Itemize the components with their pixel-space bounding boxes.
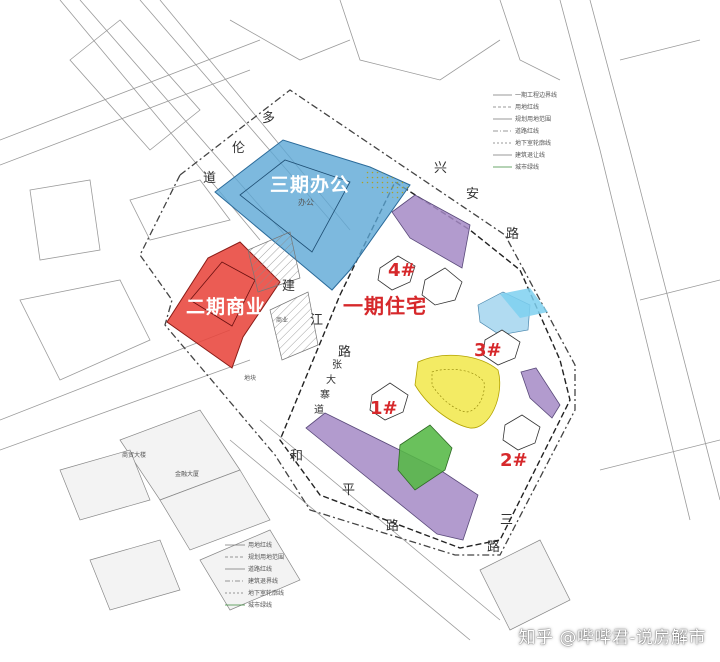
building-4-label: 4# bbox=[388, 260, 416, 281]
residential-towers bbox=[369, 255, 541, 451]
road-west-4: 道 bbox=[314, 403, 324, 416]
purple-podium-north bbox=[391, 194, 471, 269]
road-inner-2: 江 bbox=[310, 313, 323, 328]
legend-right: 一期工程边界线 用地红线 规划用地范围 道路红线 地下室轮廓线 建筑退让线 城市… bbox=[515, 91, 557, 171]
legend-bottom-item: 地下室轮廓线 bbox=[248, 589, 284, 597]
road-north-2: 伦 bbox=[232, 141, 245, 156]
tower-outline bbox=[421, 267, 463, 306]
road-south-3: 路 bbox=[386, 518, 399, 534]
hatched-retail-block bbox=[247, 231, 301, 293]
legend-right-item: 建筑退让线 bbox=[515, 151, 545, 159]
phase3-office-sublabel: 办公 bbox=[298, 197, 314, 207]
tower-outline bbox=[377, 255, 416, 291]
legend-bottom-item: 规划用地范围 bbox=[248, 553, 284, 561]
building-2-label: 2# bbox=[500, 450, 528, 471]
road-inner-3: 路 bbox=[338, 344, 351, 360]
neighbor-blocks bbox=[59, 409, 571, 631]
road-southeast-2: 路 bbox=[487, 539, 500, 555]
misc-label: 商业 bbox=[276, 316, 288, 324]
bottom-legend-lines bbox=[225, 544, 245, 606]
cyan-strip bbox=[500, 288, 548, 318]
legend-bottom-item: 建筑退界线 bbox=[248, 577, 278, 585]
road-inner-1: 建 bbox=[282, 279, 295, 294]
legend-right-item: 一期工程边界线 bbox=[515, 91, 557, 99]
building-1-label: 1# bbox=[370, 398, 398, 419]
tower-outline bbox=[502, 414, 541, 451]
building-3-label: 3# bbox=[474, 340, 502, 361]
tower-outline bbox=[482, 329, 521, 366]
legend-right-item: 用地红线 bbox=[515, 103, 539, 111]
road-south-2: 平 bbox=[342, 483, 355, 498]
legend-bottom-item: 用地红线 bbox=[248, 541, 272, 549]
legend-right-item: 规划用地范围 bbox=[515, 115, 551, 123]
site-boundary bbox=[139, 89, 576, 556]
road-east-1: 兴 bbox=[434, 161, 447, 176]
misc-label: 金融大厦 bbox=[175, 470, 199, 478]
green-block bbox=[397, 424, 453, 491]
legend-bottom-item: 城市绿线 bbox=[248, 601, 272, 609]
courtyard-inner bbox=[431, 369, 485, 413]
hatched-retail-block bbox=[269, 291, 319, 361]
purple-podium-south bbox=[305, 412, 479, 541]
legend-right-item: 城市绿线 bbox=[515, 163, 539, 171]
phase3-dotted-strip bbox=[360, 167, 410, 200]
watermark: 知乎 @哔哔君-说房解市 bbox=[518, 628, 706, 648]
legend-bottom: 用地红线 规划用地范围 道路红线 建筑退界线 地下室轮廓线 城市绿线 bbox=[248, 541, 284, 609]
misc-label: 商贸大楼 bbox=[122, 451, 146, 459]
road-east-2: 安 bbox=[466, 187, 479, 202]
road-south-1: 和 bbox=[290, 449, 303, 464]
road-north-1: 多 bbox=[262, 110, 275, 126]
purple-podium-east bbox=[520, 367, 561, 419]
background-linework bbox=[0, 0, 720, 641]
misc-label: 地块 bbox=[244, 374, 256, 382]
phase3-office-label: 三期办公 bbox=[270, 173, 350, 196]
road-west-2: 大 bbox=[326, 373, 336, 386]
tower-outline bbox=[369, 382, 409, 421]
phase2-commercial-label: 二期商业 bbox=[186, 295, 266, 318]
phase1-residential-label: 一期住宅 bbox=[343, 294, 427, 318]
legend-right-item: 道路红线 bbox=[515, 127, 539, 135]
road-southeast-1: 三 bbox=[500, 513, 513, 528]
yellow-courtyard bbox=[414, 354, 501, 429]
legend-right-item: 地下室轮廓线 bbox=[515, 139, 551, 147]
road-east-3: 路 bbox=[506, 226, 519, 242]
legend-bottom-item: 道路红线 bbox=[248, 565, 272, 573]
road-west-1: 张 bbox=[332, 359, 342, 371]
right-legend-lines bbox=[493, 94, 512, 168]
road-west-3: 寨 bbox=[320, 388, 330, 401]
road-north-3: 道 bbox=[203, 171, 216, 186]
